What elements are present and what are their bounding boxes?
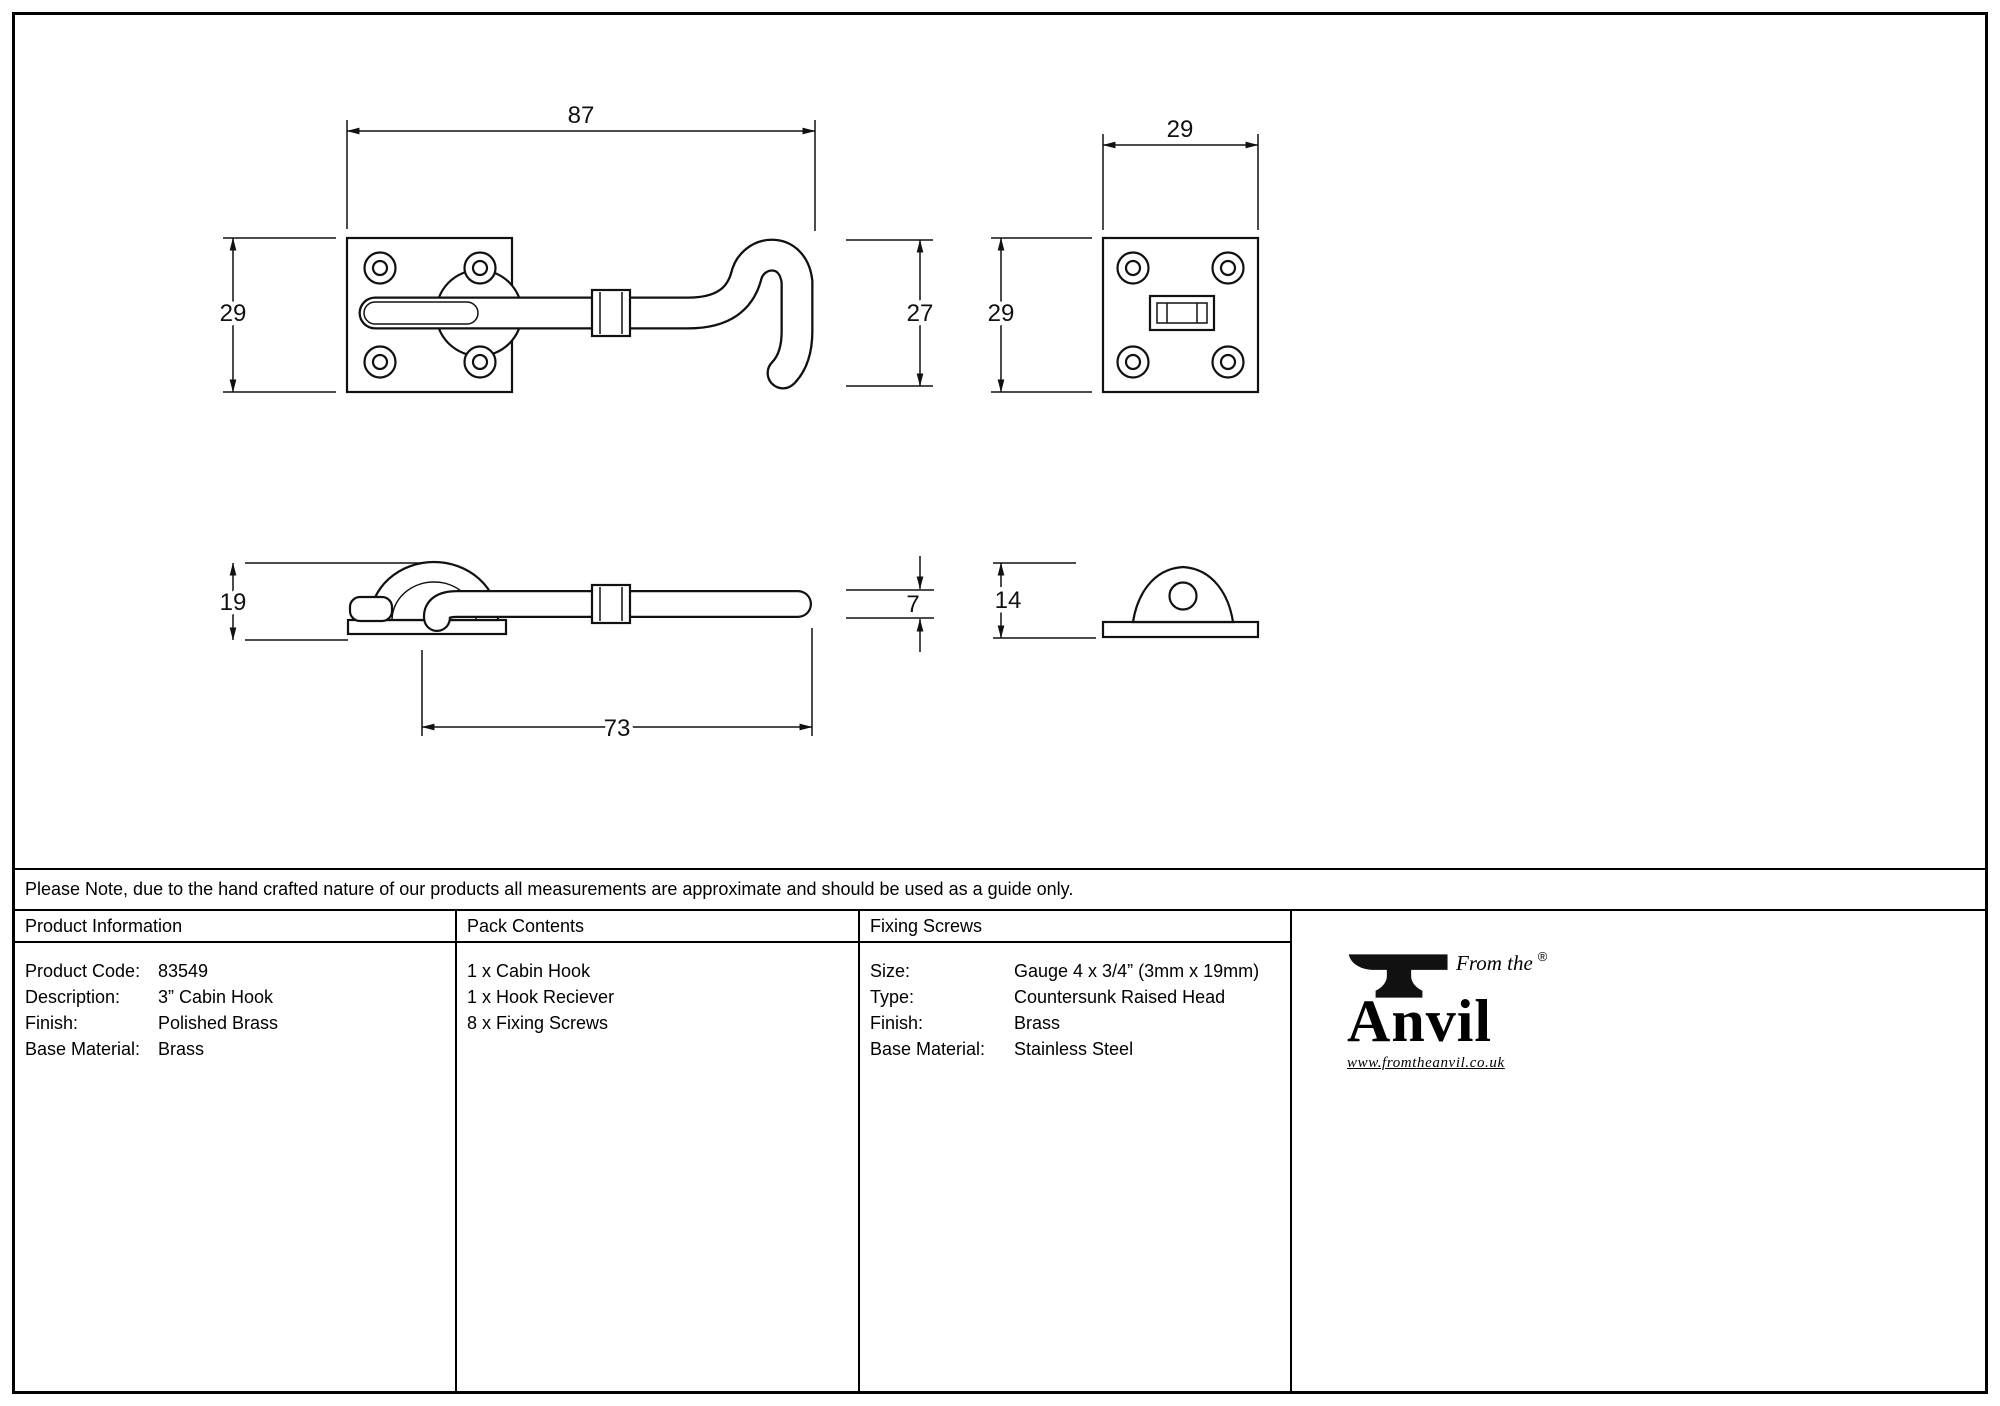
dim-receiver-width: 29 <box>1102 112 1259 230</box>
spec-table: Product Information Pack Contents Fixing… <box>15 909 1985 1391</box>
dim-receiver-height: 29 <box>983 237 1092 393</box>
dim-receiver-side-height: 14 <box>990 562 1096 639</box>
row-value: Brass <box>158 1038 205 1059</box>
receiver-dome <box>1131 565 1235 624</box>
row-value: Polished Brass <box>158 1012 279 1033</box>
table-row: Description: 3” Cabin Hook <box>25 984 455 1010</box>
row-label: Finish: <box>870 1012 924 1033</box>
row-label: Product Code: <box>25 960 141 981</box>
logo-url: www.fromtheanvil.co.uk <box>1347 1055 1505 1071</box>
row-value: Countersunk Raised Head <box>1014 986 1226 1007</box>
row-value: Brass <box>1014 1012 1061 1033</box>
dim-hook-front-height: 27 <box>846 239 938 387</box>
dim-label-87: 87 <box>568 102 595 129</box>
receiver-plate-edge <box>1101 620 1260 639</box>
dim-label-7: 7 <box>906 591 919 618</box>
product-information-body: Product Code: 83549 Description: 3” Cabi… <box>15 943 455 1391</box>
dim-hook-side-height: 19 <box>215 562 434 641</box>
logo-tagline: From the <box>1456 951 1533 975</box>
drawing-area: 87 29 27 <box>15 15 1985 868</box>
dim-label-29-left: 29 <box>220 300 247 327</box>
list-item: 1 x Hook Reciever <box>467 986 615 1007</box>
list-item: 8 x Fixing Screws <box>467 1012 609 1033</box>
row-label: Type: <box>870 986 915 1007</box>
row-value: Gauge 4 x 3/4” (3mm x 19mm) <box>1014 960 1260 981</box>
logo-top-row: From the ® <box>1347 949 1985 1003</box>
table-row: Type: Countersunk Raised Head <box>870 984 1290 1010</box>
technical-drawing: 87 29 27 <box>215 98 1260 747</box>
table-row: Finish: Polished Brass <box>25 1010 455 1036</box>
fixing-screws-header: Fixing Screws <box>858 911 1290 943</box>
receiver-screw-holes <box>1116 251 1245 379</box>
hook-rod-side <box>422 590 812 632</box>
receiver-staple-slot <box>1148 294 1216 332</box>
brand-logo-cell: From the ® Anvil www.fromtheanvil.co.uk <box>1290 911 1985 1391</box>
receiver-front-view: 29 29 <box>983 112 1260 394</box>
hook-front-view: 87 29 27 <box>215 98 938 394</box>
hook-plate-screw-holes <box>363 251 497 379</box>
spec-sheet: 87 29 27 <box>12 12 1988 1394</box>
receiver-dome-hole <box>1168 581 1198 611</box>
row-label: Description: <box>25 986 121 1007</box>
hook-arm <box>358 238 814 390</box>
row-value: Stainless Steel <box>1014 1038 1134 1059</box>
table-row: Size: Gauge 4 x 3/4” (3mm x 19mm) <box>870 958 1290 984</box>
dim-label-29-top: 29 <box>1167 116 1194 143</box>
product-information-header: Product Information <box>15 911 455 943</box>
dim-label-27: 27 <box>907 300 934 327</box>
dim-hook-plate-height: 29 <box>215 237 336 393</box>
receiver-side-view: 14 <box>990 562 1260 639</box>
hook-pivot-pin <box>348 595 394 623</box>
hook-collar-side <box>590 583 632 625</box>
dim-label-19: 19 <box>220 589 247 616</box>
row-label: Base Material: <box>25 1038 141 1059</box>
note-bar: Please Note, due to the hand crafted nat… <box>15 868 1985 909</box>
table-row: Base Material: Stainless Steel <box>870 1036 1290 1062</box>
dim-hook-front-width: 87 <box>346 98 816 231</box>
table-row: Product Code: 83549 <box>25 958 455 984</box>
pack-contents-body: 1 x Cabin Hook 1 x Hook Reciever 8 x Fix… <box>455 943 858 1391</box>
note-text: Please Note, due to the hand crafted nat… <box>25 879 1074 899</box>
row-value: 3” Cabin Hook <box>158 986 274 1007</box>
hook-collar-front <box>590 288 632 338</box>
list-item: 1 x Cabin Hook <box>467 960 591 981</box>
anvil-icon <box>1348 954 1448 998</box>
dim-rod-diameter: 7 <box>846 556 934 652</box>
row-label: Base Material: <box>870 1038 986 1059</box>
dim-label-29-side: 29 <box>988 300 1015 327</box>
registered-mark-icon: ® <box>1537 949 1548 964</box>
pack-contents-header: Pack Contents <box>455 911 858 943</box>
dim-label-73: 73 <box>604 715 631 742</box>
row-label: Finish: <box>25 1012 79 1033</box>
from-the-anvil-logo: From the ® Anvil www.fromtheanvil.co.uk <box>1347 949 1985 1072</box>
dim-label-14: 14 <box>995 587 1022 614</box>
row-label: Size: <box>870 960 911 981</box>
hook-side-view: 19 <box>215 556 934 747</box>
fixing-screws-body: Size: Gauge 4 x 3/4” (3mm x 19mm) Type: … <box>858 943 1290 1391</box>
table-row: Base Material: Brass <box>25 1036 455 1062</box>
row-value: 83549 <box>158 960 209 981</box>
table-row: Finish: Brass <box>870 1010 1290 1036</box>
hook-eye-detail <box>363 301 479 325</box>
dim-hook-side-length: 73 <box>421 628 813 747</box>
logo-brand-text: Anvil <box>1347 988 1493 1054</box>
